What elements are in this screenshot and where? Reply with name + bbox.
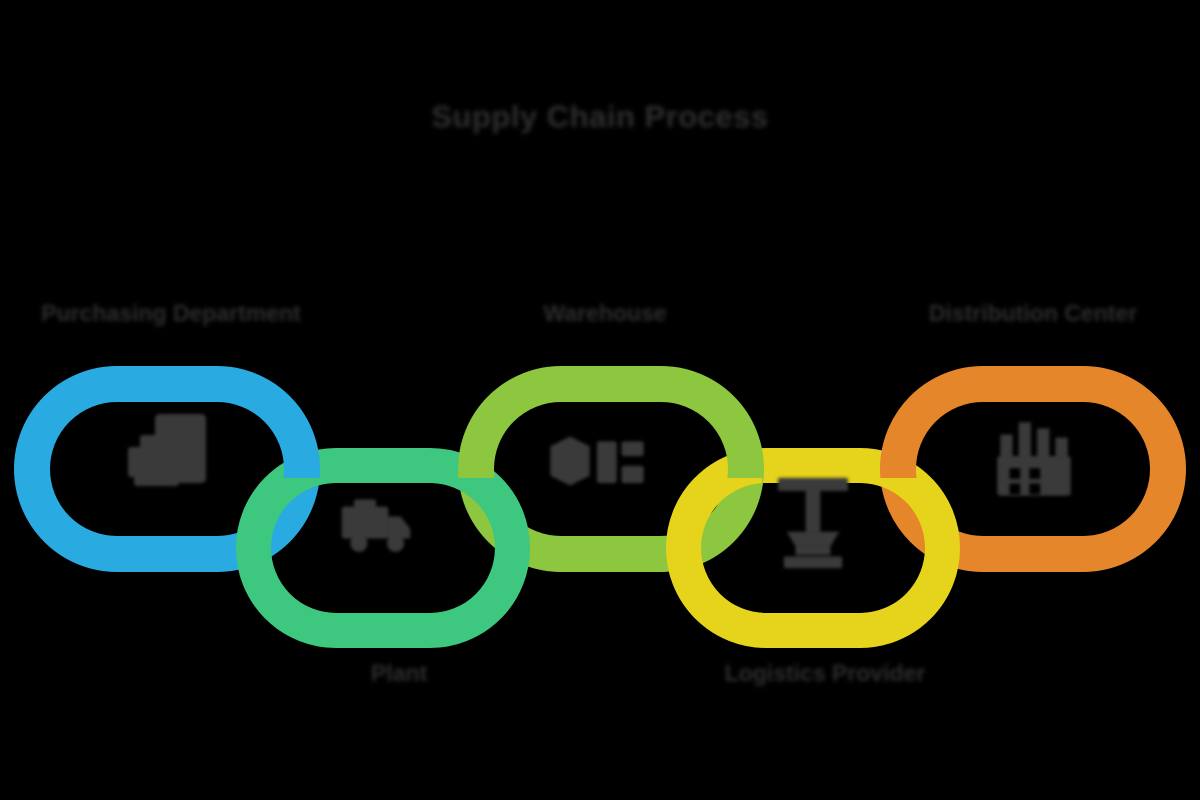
chain-link-label-0: Purchasing Department <box>41 300 301 326</box>
crane-icon <box>766 472 860 574</box>
factory-icon <box>988 410 1080 508</box>
chain-link-label-1: Plant <box>370 660 428 686</box>
chain-link-label-3: Logistics Provider <box>724 660 926 686</box>
truck-icon <box>336 492 416 558</box>
page-title: Supply Chain Process <box>431 99 769 134</box>
clipboard-checklist-icon <box>122 408 218 504</box>
boxes-icon <box>546 434 648 488</box>
chain-link-label-4: Distribution Center <box>928 300 1138 326</box>
chain-link-label-2: Warehouse <box>543 300 667 326</box>
